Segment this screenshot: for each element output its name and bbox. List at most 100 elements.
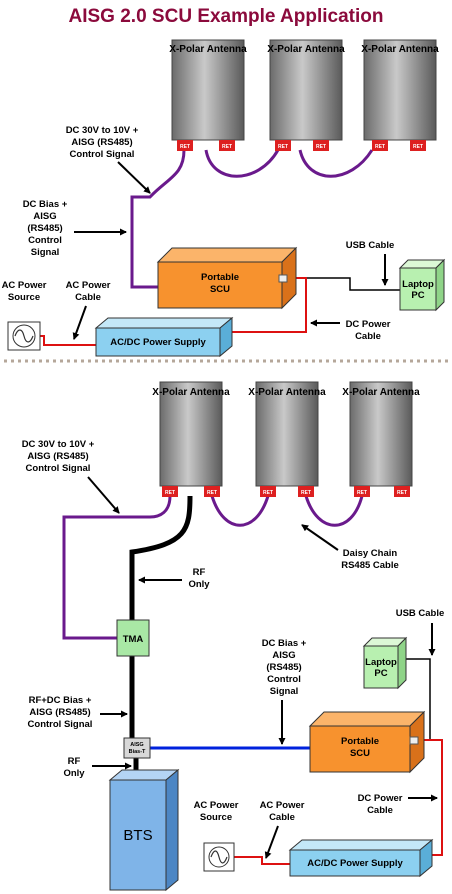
top-scu-label-line1: Portable — [201, 272, 239, 283]
bottom-laptop-pc: Laptop PC — [362, 636, 408, 690]
label-line: Only — [188, 579, 210, 590]
label-line: (RS485) — [266, 662, 301, 673]
top-power-supply-label: AC/DC Power Supply — [110, 337, 206, 348]
label-line: AISG — [272, 650, 295, 661]
label-line: Signal — [31, 247, 60, 258]
bottom-label-ac-source: AC Power Source — [194, 800, 239, 823]
bottom-section: X-Polar Antenna X-Polar Antenna X-Polar … — [22, 381, 445, 892]
label-line: Cable — [367, 805, 393, 816]
top-label-dc-control: DC 30V to 10V + AISG (RS485) Control Sig… — [66, 125, 139, 160]
bottom-antenna-2: X-Polar Antenna — [248, 381, 326, 487]
top-control-line — [130, 149, 186, 289]
bottom-label-rf-only-1: RF Only — [188, 567, 210, 590]
bottom-bts-label: BTS — [123, 827, 152, 844]
bottom-scu-label-line1: Portable — [341, 736, 379, 747]
bottom-ac-source — [203, 842, 235, 872]
bottom-scu-label-line2: SCU — [350, 748, 370, 759]
top-antenna-3: X-Polar Antenna — [361, 39, 439, 141]
label-line: AISG (RS485) — [27, 451, 88, 462]
bottom-label-rf-dc-bias: RF+DC Bias + AISG (RS485) Control Signal — [28, 695, 93, 730]
bottom-portable-scu: Portable SCU — [308, 710, 426, 774]
bottom-bts: BTS — [108, 768, 180, 892]
bottom-control-line — [62, 495, 172, 640]
label-line: AC Power — [2, 280, 47, 291]
bottom-bias-tee-label-line1: AISG — [130, 742, 143, 748]
bottom-label-dc-bias: DC Bias + AISG (RS485) Control Signal — [262, 638, 307, 697]
bottom-label-daisy-chain: Daisy Chain RS485 Cable — [341, 548, 399, 571]
label-line: DC Power — [346, 319, 391, 330]
bottom-ret-connector-4 — [298, 486, 314, 497]
top-scu-label-line2: SCU — [210, 284, 230, 295]
label-line: RF — [193, 567, 206, 578]
top-ret-label-3: RET — [278, 144, 288, 150]
top-ac-source — [7, 321, 41, 351]
top-ret-connector-3 — [275, 140, 291, 151]
bottom-laptop-label-line1: Laptop — [365, 657, 397, 668]
bottom-ret-label-4: RET — [301, 490, 311, 496]
label-line: Cable — [355, 331, 381, 342]
bottom-arrow-ac-cable — [264, 825, 279, 859]
label-line: Cable — [75, 292, 101, 303]
top-ret-label-1: RET — [180, 144, 190, 150]
bottom-label-usb-cable: USB Cable — [396, 608, 445, 619]
bottom-ret-connector-6 — [394, 486, 410, 497]
bottom-bias-tee-label-line2: Bias-T — [129, 749, 146, 755]
top-laptop-pc: Laptop PC — [398, 258, 446, 312]
top-ret-connector-6 — [410, 140, 426, 151]
label-line: Signal — [270, 686, 299, 697]
bottom-daisy-chain — [210, 495, 364, 527]
bottom-antenna-2-label: X-Polar Antenna — [248, 387, 326, 398]
label-line: Cable — [269, 812, 295, 823]
bottom-label-rf-only-2: RF Only — [63, 756, 85, 779]
bottom-ret-label-6: RET — [397, 490, 407, 496]
label-line: Control — [28, 235, 62, 246]
top-usb-cable — [292, 277, 400, 291]
top-arrow-dc-control — [117, 161, 151, 194]
label-line: Control Signal — [70, 149, 135, 160]
top-antenna-3-label: X-Polar Antenna — [361, 44, 439, 55]
top-ret-connector-5 — [372, 140, 388, 151]
label-line: AISG (RS485) — [29, 707, 90, 718]
bottom-ret-connector-5 — [354, 486, 370, 497]
bottom-ret-connector-1 — [162, 486, 178, 497]
bottom-ret-label-3: RET — [263, 490, 273, 496]
bottom-ret-connector-3 — [260, 486, 276, 497]
top-arrow-ac-cable — [72, 305, 87, 340]
top-ret-connector-4 — [313, 140, 329, 151]
bottom-antenna-1-label: X-Polar Antenna — [152, 387, 230, 398]
label-line: Only — [63, 768, 85, 779]
top-ret-label-5: RET — [375, 144, 385, 150]
label-line: Daisy Chain — [343, 548, 398, 559]
bottom-power-supply: AC/DC Power Supply — [288, 838, 434, 878]
top-dc-power-cable — [232, 277, 307, 333]
top-antenna-2-label: X-Polar Antenna — [267, 44, 345, 55]
label-line: RS485 Cable — [341, 560, 399, 571]
bottom-ret-label-2: RET — [207, 490, 217, 496]
label-line: AISG (RS485) — [71, 137, 132, 148]
top-antenna-2: X-Polar Antenna — [267, 39, 345, 141]
top-antenna-1: X-Polar Antenna — [169, 39, 247, 141]
bottom-dc-power-cable — [418, 739, 443, 856]
bottom-antenna-3: X-Polar Antenna — [342, 381, 420, 487]
top-antenna-1-label: X-Polar Antenna — [169, 44, 247, 55]
top-label-ac-cable: AC Power Cable — [66, 280, 111, 303]
label-line: DC Bias + — [23, 199, 68, 210]
page-title: AISG 2.0 SCU Example Application — [69, 6, 384, 27]
label-line: DC 30V to 10V + — [66, 125, 139, 136]
label-line: RF+DC Bias + — [29, 695, 92, 706]
bottom-antenna-3-label: X-Polar Antenna — [342, 387, 420, 398]
label-line: AISG — [33, 211, 56, 222]
bottom-rf-coax-top — [129, 495, 193, 620]
label-line: DC 30V to 10V + — [22, 439, 95, 450]
top-label-usb-cable: USB Cable — [346, 240, 395, 251]
top-daisy-chain — [204, 149, 374, 178]
top-ret-label-6: RET — [413, 144, 423, 150]
bottom-ac-power-cable — [234, 856, 290, 865]
bottom-label-ac-cable: AC Power Cable — [260, 800, 305, 823]
bottom-connectors: RET RET RET RET RET RET — [162, 486, 410, 497]
label-line: Control Signal — [28, 719, 93, 730]
bottom-bias-tee: AISG Bias-T — [123, 737, 151, 759]
bottom-laptop-label-line2: PC — [374, 668, 387, 679]
top-label-ac-source: AC Power Source — [2, 280, 47, 303]
